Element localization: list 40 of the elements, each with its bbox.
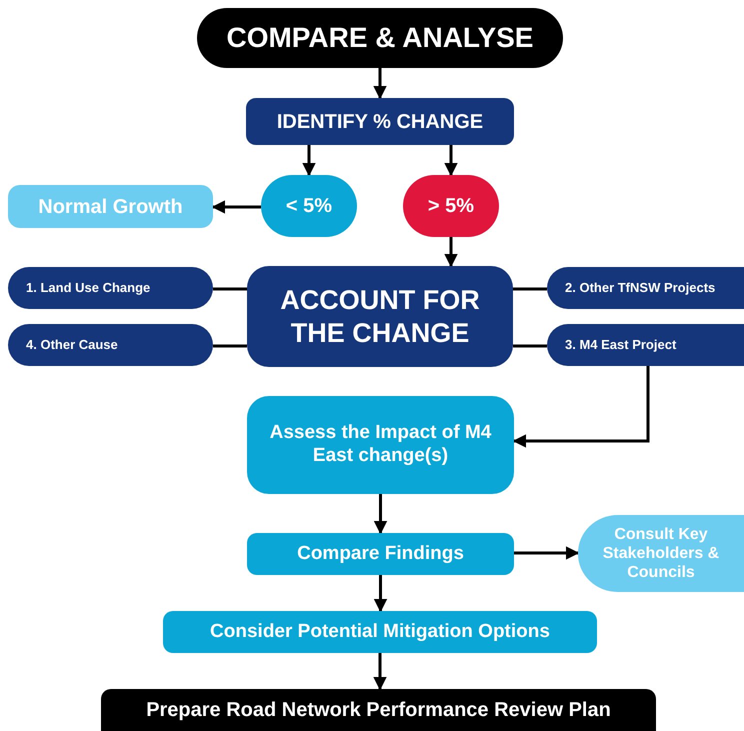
node-label: Compare Findings (297, 542, 464, 566)
node-label: Prepare Road Network Performance Review Plan (146, 698, 611, 722)
node-label: IDENTIFY % CHANGE (276, 110, 484, 134)
end-terminal (101, 689, 656, 731)
connector-line (213, 288, 247, 290)
connector-line (513, 288, 547, 290)
node-label: 3. M4 East Project (565, 337, 676, 353)
node-label: 2. Other TfNSW Projects (565, 280, 716, 296)
node-label: Consult Key Stakeholders & Councils (602, 524, 720, 582)
process-box (163, 611, 597, 653)
cause-pill (547, 267, 744, 309)
connector-line (513, 344, 547, 348)
cause-pill (8, 324, 213, 366)
process-box (247, 266, 513, 367)
node-label: < 5% (286, 194, 332, 218)
node-label: Normal Growth (38, 194, 183, 218)
arrow (514, 546, 580, 560)
arrow (373, 653, 387, 690)
node-label: COMPARE & ANALYSE (226, 21, 534, 55)
connector-line (213, 344, 247, 348)
arrow (374, 494, 388, 534)
outcome-box (8, 185, 213, 228)
cause-pill (8, 267, 213, 309)
node-label: 4. Other Cause (26, 337, 118, 353)
process-box (247, 396, 514, 494)
node-label: Consider Potential Mitigation Options (210, 620, 550, 644)
arrow (302, 145, 316, 176)
arrow (512, 366, 650, 448)
cause-pill (547, 324, 744, 366)
arrow (373, 68, 387, 100)
process-box (246, 98, 514, 145)
node-label: ACCOUNT FOR THE CHANGE (279, 284, 481, 349)
node-label: 1. Land Use Change (26, 280, 150, 296)
arrow (444, 145, 458, 176)
process-box (247, 533, 514, 575)
arrow (444, 237, 458, 268)
arrow (374, 575, 388, 612)
arrow (212, 200, 261, 214)
node-label: > 5% (428, 194, 474, 218)
node-label: Assess the Impact of M4 East change(s) (268, 422, 492, 468)
